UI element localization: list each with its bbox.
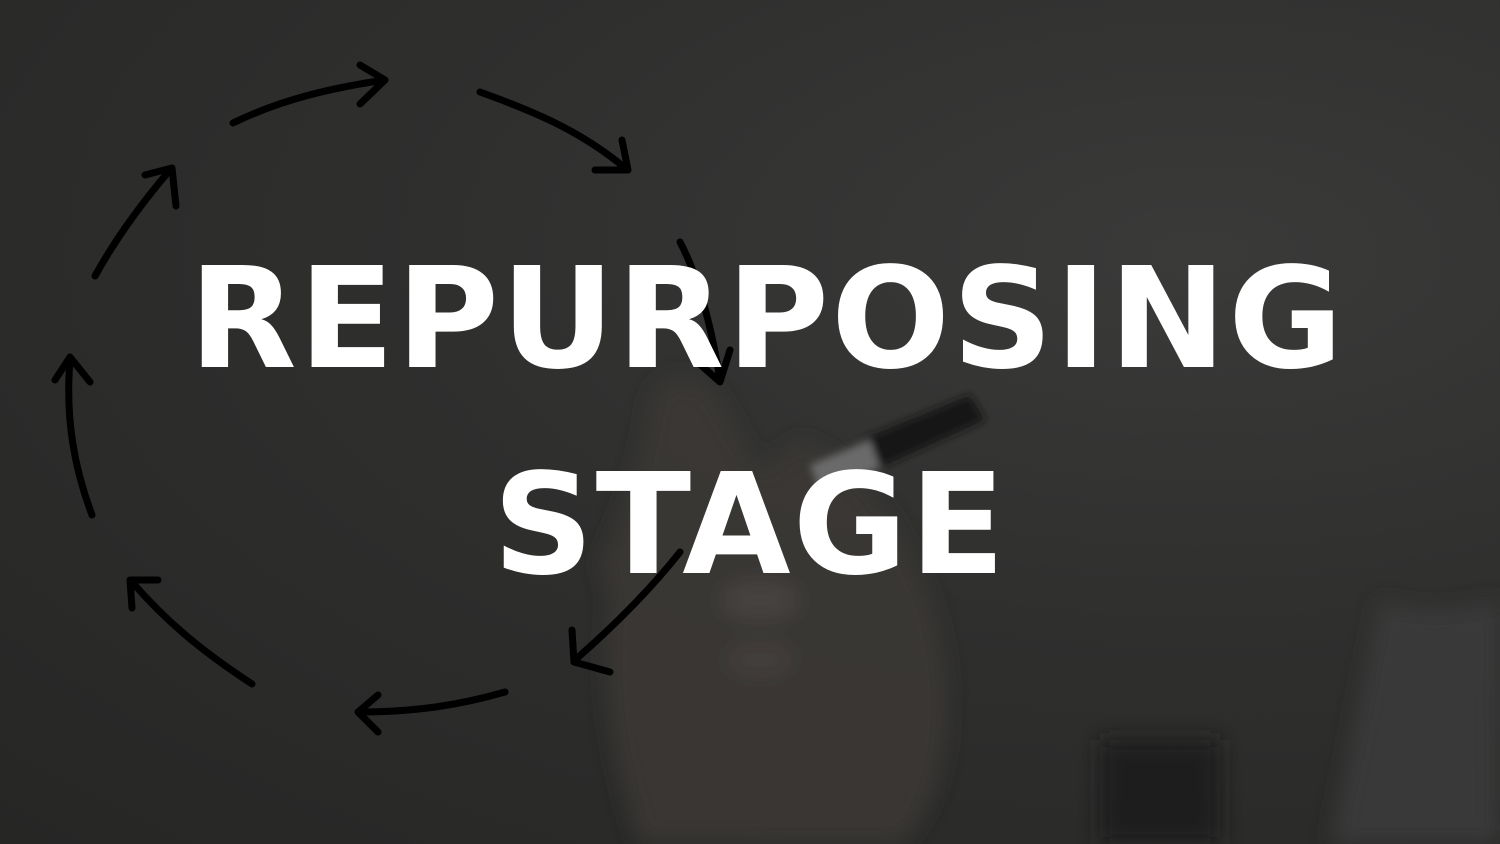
title-line-1: REPURPOSING <box>188 238 1346 401</box>
circular-arrows-icon <box>51 61 734 736</box>
marker-pen <box>810 395 985 492</box>
title-line-2: STAGE <box>492 444 1008 607</box>
hand-holding-marker-image <box>600 377 1500 844</box>
